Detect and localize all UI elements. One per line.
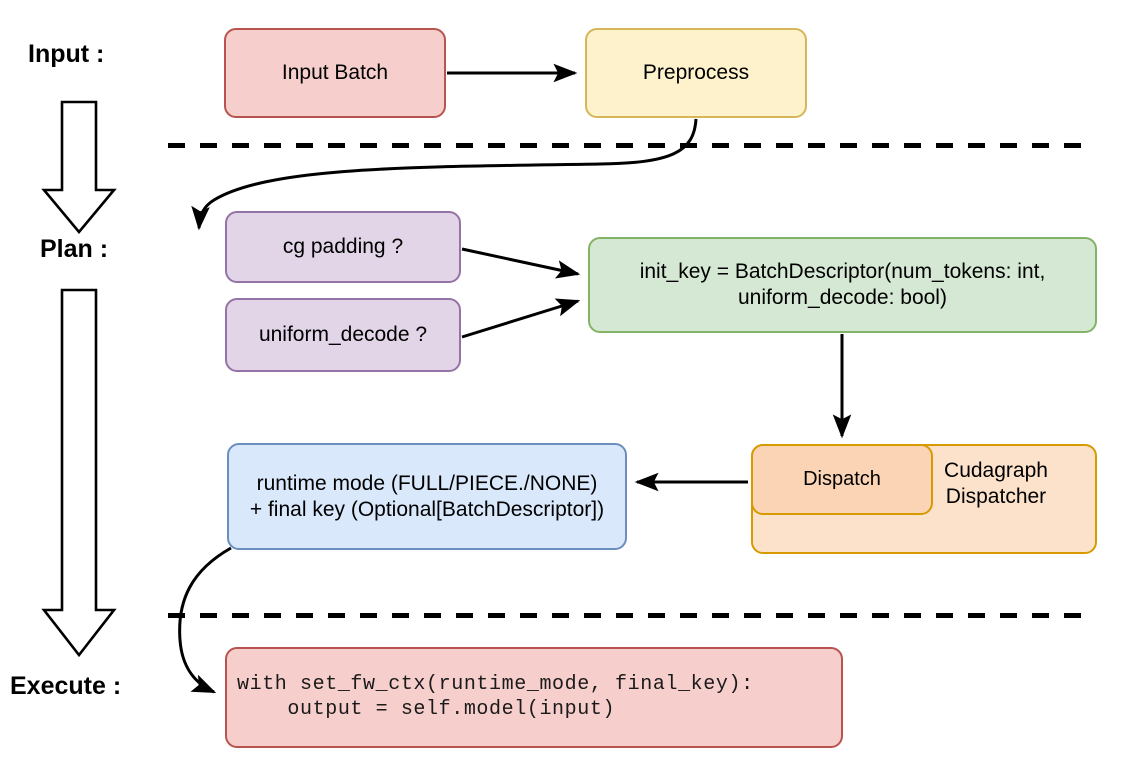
- node-input-batch-label: Input Batch: [281, 61, 389, 85]
- stage-label-execute: Execute :: [10, 672, 122, 700]
- node-uniform-decode-label: uniform_decode ?: [258, 323, 428, 347]
- node-cg-padding[interactable]: cg padding ?: [225, 211, 461, 283]
- node-execute-code[interactable]: with set_fw_ctx(runtime_mode, final_key)…: [225, 647, 843, 748]
- node-preprocess[interactable]: Preprocess: [585, 28, 807, 118]
- node-execute-code-line1: with set_fw_ctx(runtime_mode, final_key)…: [237, 673, 754, 697]
- node-cudagraph-dispatcher-line1: Cudagraph: [944, 459, 1048, 482]
- node-runtime-mode-line1: runtime mode (FULL/PIECE./NONE): [256, 471, 598, 495]
- node-init-key-line1: init_key = BatchDescriptor(num_tokens: i…: [639, 260, 1046, 284]
- node-runtime-mode-text: runtime mode (FULL/PIECE./NONE) + final …: [250, 471, 604, 522]
- node-dispatch[interactable]: Dispatch: [751, 444, 933, 515]
- node-preprocess-label: Preprocess: [642, 61, 750, 85]
- node-runtime-mode[interactable]: runtime mode (FULL/PIECE./NONE) + final …: [227, 443, 627, 550]
- node-execute-code-line2: output = self.model(input): [237, 697, 616, 721]
- node-cudagraph-dispatcher-line2: Dispatcher: [945, 484, 1047, 508]
- node-init-key-text: init_key = BatchDescriptor(num_tokens: i…: [640, 259, 1046, 310]
- node-execute-code-text: with set_fw_ctx(runtime_mode, final_key)…: [237, 673, 754, 722]
- uniform-decode-to-init-key-connector: [461, 298, 581, 339]
- cg-padding-to-init-key-connector: [461, 247, 581, 279]
- node-runtime-mode-line2: + final key (Optional[BatchDescriptor]): [249, 497, 605, 521]
- runtime-mode-to-execute-code-connector: [178, 546, 232, 694]
- stage-label-plan: Plan :: [40, 235, 109, 263]
- node-init-key-line2: uniform_decode: bool): [738, 286, 947, 309]
- node-init-key[interactable]: init_key = BatchDescriptor(num_tokens: i…: [588, 237, 1097, 333]
- plan-to-execute-flow-arrow: [41, 288, 117, 658]
- node-dispatch-label: Dispatch: [803, 468, 881, 491]
- input-to-plan-flow-arrow: [41, 100, 117, 235]
- node-uniform-decode[interactable]: uniform_decode ?: [225, 298, 461, 372]
- node-input-batch[interactable]: Input Batch: [224, 28, 446, 118]
- node-cudagraph-dispatcher-text: Cudagraph Dispatcher: [911, 458, 1081, 509]
- node-cg-padding-label: cg padding ?: [282, 235, 404, 259]
- stage-label-input: Input :: [28, 40, 105, 68]
